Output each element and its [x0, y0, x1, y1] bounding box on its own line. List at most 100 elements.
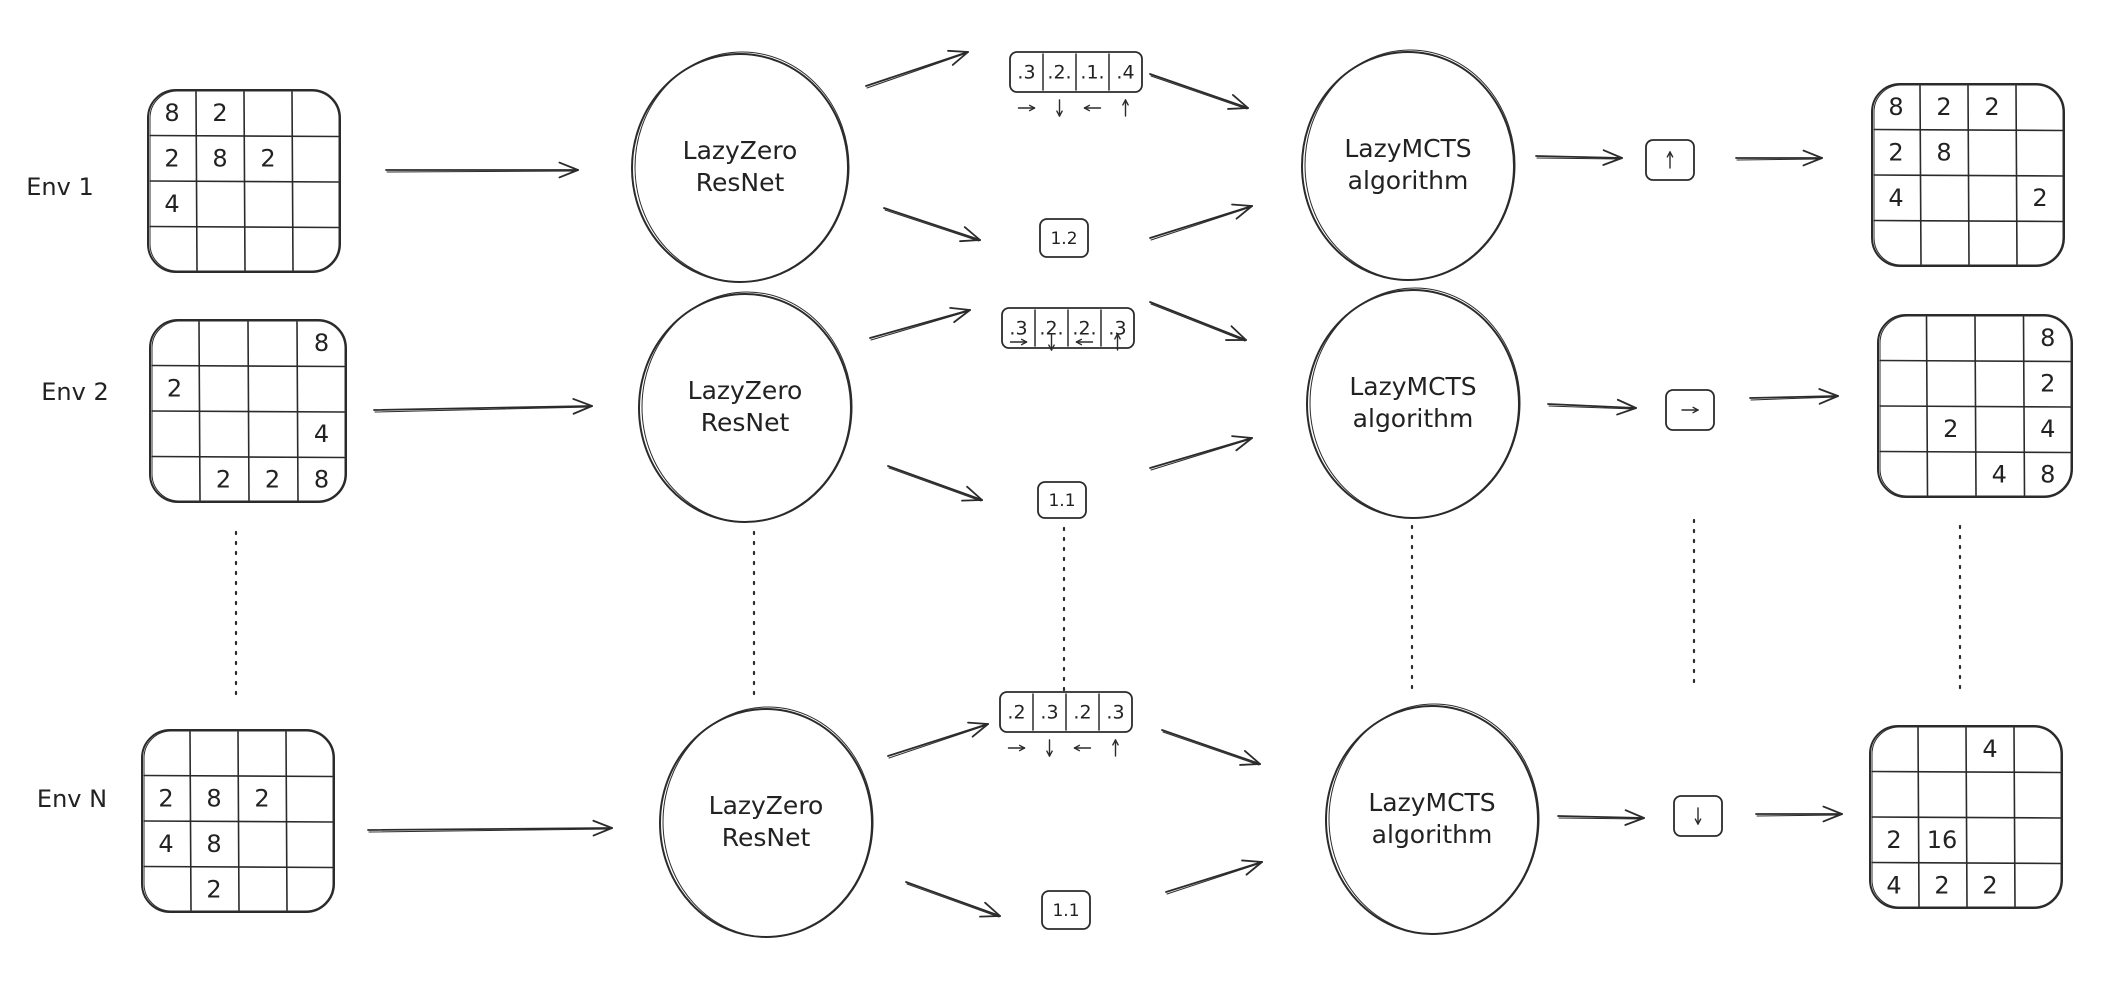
node-outline-sketch	[1328, 703, 1540, 935]
policy-to-mcts-arrow	[1161, 729, 1261, 766]
arrow-head	[971, 723, 989, 738]
board-cell: 2	[1936, 93, 1951, 121]
node-outline-sketch	[1304, 49, 1516, 281]
mcts-to-action-arrow	[1535, 149, 1623, 166]
board-cell: 8	[212, 144, 227, 172]
policy-prob: .2	[1073, 702, 1091, 724]
glyph-head	[1116, 333, 1121, 340]
arrow-shaft	[1149, 437, 1253, 469]
board-cell: 2	[260, 144, 275, 172]
glyph-head	[1058, 110, 1063, 117]
board-cell: 8	[1888, 93, 1903, 121]
board-outline	[1877, 314, 2073, 498]
arrow-shaft	[883, 207, 981, 241]
right-arrow-icon	[1007, 744, 1026, 752]
network-to-value-arrow	[883, 207, 981, 243]
arrow-head	[1624, 817, 1645, 826]
network-to-policy-arrow	[869, 306, 971, 341]
grid-line-horizontal	[149, 225, 339, 229]
board-cell: 2	[1982, 871, 1997, 899]
arrow-head	[572, 398, 593, 407]
arrow-head	[1231, 94, 1249, 109]
arrow-shaft-sketch	[1166, 862, 1262, 895]
policy-vector: .2.3.2.3	[999, 691, 1133, 757]
arrow-head	[1602, 149, 1623, 159]
node-title: LazyMCTS	[1344, 134, 1471, 163]
grid-line-horizontal	[143, 865, 333, 869]
policy-prob: .2.	[1047, 62, 1071, 84]
network-to-value-arrow	[887, 465, 983, 502]
glyph-head	[1028, 104, 1036, 109]
node-outline-sketch	[1309, 287, 1521, 519]
arrow-head	[572, 405, 593, 415]
arrow-shaft-sketch	[906, 883, 1000, 918]
arrow-head	[947, 49, 969, 53]
arrow-shaft-sketch	[1750, 396, 1838, 401]
policy-prob: .4	[1116, 62, 1134, 84]
board-cell: 4	[1888, 184, 1903, 212]
action-to-board-arrow	[1735, 149, 1823, 167]
node-subtitle: algorithm	[1353, 404, 1474, 433]
grid-line-horizontal	[1879, 405, 2071, 408]
board-cell: 4	[158, 830, 173, 858]
board-cell: 8	[1936, 138, 1951, 166]
board-cell: 2	[1888, 138, 1903, 166]
glyph-head	[1124, 99, 1129, 106]
node-title: LazyMCTS	[1349, 372, 1476, 401]
action-to-board-arrow	[1749, 388, 1839, 405]
arrow-head	[1602, 157, 1623, 166]
node-outline-sketch	[634, 51, 850, 283]
policy-prob: .2.	[1072, 318, 1096, 340]
arrow-shaft	[1165, 861, 1263, 893]
arrow-head	[1231, 203, 1253, 207]
glyph-head	[1018, 747, 1026, 752]
left-arrow-icon	[1083, 104, 1102, 112]
board-cell: 2	[1934, 871, 1949, 899]
down-arrow-icon	[1048, 333, 1055, 351]
glyph-head	[1669, 151, 1674, 158]
arrow-head	[951, 51, 969, 66]
value-box	[1041, 890, 1091, 930]
env-label: Env 2	[41, 378, 108, 406]
grid-line-horizontal	[1871, 816, 2061, 819]
arrow-shaft	[373, 405, 593, 411]
arrow-head	[1802, 157, 1823, 167]
action-box	[1665, 389, 1715, 431]
arrow-shaft	[887, 465, 983, 501]
value-text: 1.2	[1050, 229, 1077, 249]
arrow-head	[1243, 750, 1261, 765]
policy-prob: .3	[1017, 62, 1035, 84]
glyph-head	[1050, 344, 1055, 351]
arrow-shaft-sketch	[1150, 75, 1248, 110]
arrow-shaft-sketch	[1150, 438, 1252, 471]
arrow-head	[558, 161, 579, 171]
mcts-to-action-arrow	[1547, 398, 1637, 416]
arrow-head	[1818, 388, 1839, 397]
board-outline	[149, 319, 347, 503]
arrow-shaft-sketch	[1150, 303, 1246, 342]
glyph-head	[1114, 333, 1119, 340]
board-cell: 4	[164, 190, 179, 218]
arrow-shaft-sketch	[1736, 158, 1822, 161]
policy-box	[1001, 307, 1135, 349]
glyph-head	[1046, 750, 1051, 757]
glyph-head	[1083, 104, 1091, 109]
board-cell: 8	[206, 830, 221, 858]
chosen-action	[1665, 389, 1715, 431]
value-text: 1.1	[1052, 901, 1079, 921]
policy-prob: .3	[1009, 318, 1027, 340]
policy-prob: .3	[1108, 318, 1126, 340]
arrow-head	[1818, 395, 1839, 405]
glyph-head	[1056, 110, 1061, 117]
grid-line-vertical	[285, 731, 288, 911]
arrow-shaft-sketch	[1162, 731, 1260, 766]
grid-line-vertical	[296, 321, 299, 501]
lazymcts-node: LazyMCTS algorithm	[1306, 287, 1521, 519]
network-to-value-arrow	[905, 881, 1001, 918]
value-box	[1039, 218, 1089, 258]
policy-vector: .3.2..2..3	[1001, 307, 1135, 351]
node-subtitle: ResNet	[722, 823, 811, 852]
